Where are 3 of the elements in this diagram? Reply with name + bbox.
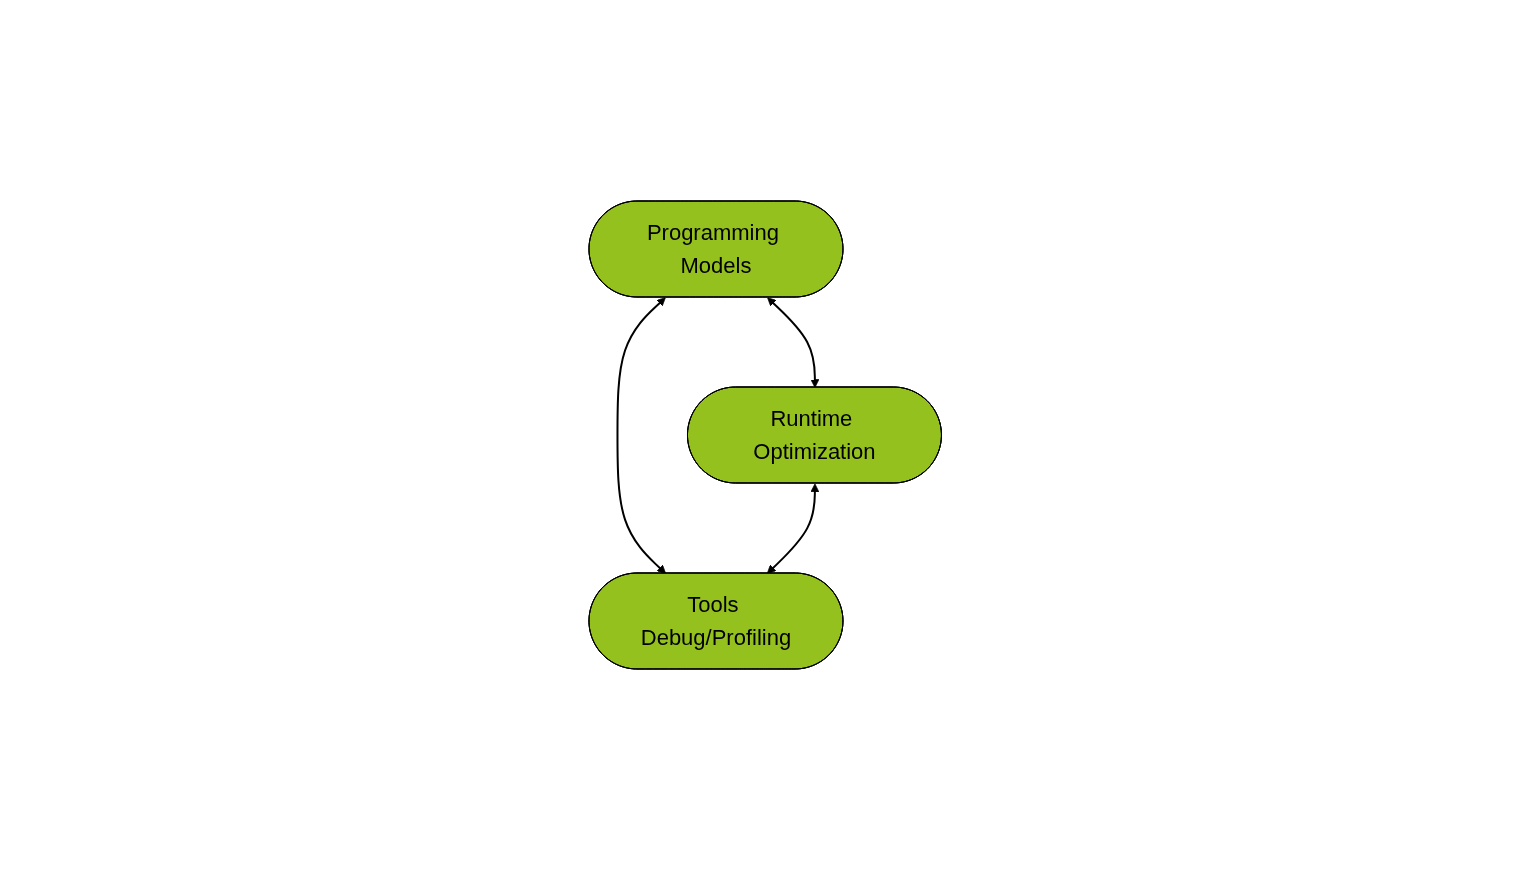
arrow [616,297,666,574]
arrow [767,297,820,388]
arrow [766,483,820,574]
